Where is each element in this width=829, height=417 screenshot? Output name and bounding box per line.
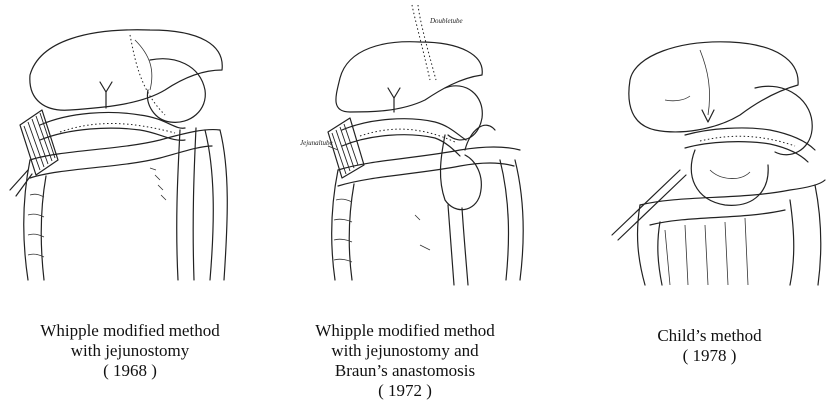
caption-line-1: Child’s method xyxy=(590,326,829,346)
illustration-childs-1978 xyxy=(590,0,829,300)
figure-childs-1978: Child’s method ( 1978 ) xyxy=(590,0,829,417)
label-jejunaltube: Jejunaltube xyxy=(300,139,333,147)
figure-whipple-1968: Whipple modified method with jejunostomy… xyxy=(0,0,260,417)
illustration-whipple-1968 xyxy=(0,0,260,300)
figure-whipple-braun-1972: Doubletube Jejunaltube xyxy=(270,0,540,417)
caption-childs-1978: Child’s method ( 1978 ) xyxy=(590,326,829,366)
caption-whipple-braun-1972: Whipple modified method with jejunostomy… xyxy=(270,321,540,401)
caption-line-2: with jejunostomy and xyxy=(270,341,540,361)
label-doubletube: Doubletube xyxy=(429,17,463,25)
caption-line-3: Braun’s anastomosis xyxy=(270,361,540,381)
caption-line-1: Whipple modified method xyxy=(0,321,260,341)
caption-whipple-1968: Whipple modified method with jejunostomy… xyxy=(0,321,260,381)
caption-line-3: ( 1968 ) xyxy=(0,361,260,381)
caption-line-2: with jejunostomy xyxy=(0,341,260,361)
illustration-whipple-braun-1972: Doubletube Jejunaltube xyxy=(270,0,540,300)
caption-line-1: Whipple modified method xyxy=(270,321,540,341)
caption-line-4: ( 1972 ) xyxy=(270,381,540,401)
caption-line-2: ( 1978 ) xyxy=(590,346,829,366)
pancreas-stump-hatch xyxy=(20,110,58,175)
